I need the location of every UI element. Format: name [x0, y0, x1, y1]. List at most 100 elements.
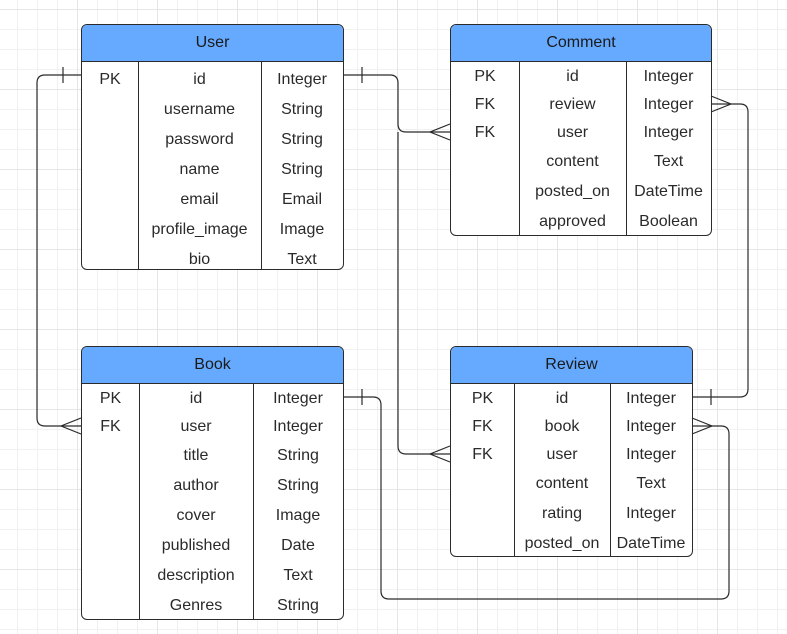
type-cell: DateTime [634, 183, 703, 200]
field-cell: published [161, 537, 231, 554]
key-cell [451, 529, 514, 556]
connector-user-book-many-mark [59, 417, 82, 435]
connector-user-comment [343, 74, 450, 133]
key-cell: FK [474, 124, 496, 141]
field-cell: user [180, 418, 212, 435]
type-cell: Image [279, 221, 325, 238]
field-cell: id [193, 71, 206, 88]
key-cell: FK [474, 96, 496, 113]
type-cell: DateTime [616, 535, 686, 552]
table-row: FK user Integer [451, 119, 711, 147]
table-row: author String [82, 471, 343, 501]
field-cell: title [183, 447, 209, 464]
table-row: PK id Integer [82, 65, 343, 95]
table-row: FK user Integer [451, 441, 692, 469]
type-cell: String [281, 101, 323, 118]
table-row: rating Integer [451, 499, 692, 529]
table-row: email Email [82, 185, 343, 215]
table-row: content Text [451, 469, 692, 499]
key-cell: FK [472, 418, 493, 435]
type-cell: Text [287, 251, 317, 268]
field-cell: cover [176, 507, 216, 524]
table-row: published Date [82, 531, 343, 561]
column-divider [519, 62, 520, 235]
type-cell: Image [275, 507, 321, 524]
table-row: title String [82, 441, 343, 471]
key-cell [82, 125, 138, 155]
key-cell [82, 245, 138, 269]
type-cell: Text [283, 567, 313, 584]
key-cell [82, 531, 139, 561]
entity-book-body: PK id Integer FK user Integer title Stri… [82, 384, 343, 619]
type-cell: String [281, 131, 323, 148]
table-row: PK id Integer [451, 63, 711, 91]
entity-comment-body: PK id Integer FK review Integer FK user … [451, 62, 711, 235]
key-cell [82, 471, 139, 501]
table-row: cover Image [82, 501, 343, 531]
entity-review[interactable]: Review PK id Integer FK book Integer FK … [450, 346, 693, 557]
key-cell [82, 441, 139, 471]
type-cell: Integer [273, 390, 323, 407]
type-cell: Text [653, 153, 684, 170]
key-cell [451, 147, 519, 177]
type-cell: Integer [643, 68, 694, 85]
entity-book-title: Book [82, 347, 343, 384]
key-cell: PK [99, 390, 122, 407]
table-row: name String [82, 155, 343, 185]
entity-user[interactable]: User PK id Integer username String passw… [81, 24, 344, 270]
table-row: posted_on DateTime [451, 529, 692, 556]
column-divider [610, 384, 611, 556]
entity-comment[interactable]: Comment PK id Integer FK review Integer … [450, 24, 712, 236]
field-cell: review [549, 96, 596, 113]
key-cell [451, 469, 514, 499]
connector-user-comment-many-mark [428, 123, 451, 141]
type-cell: Integer [626, 418, 676, 435]
type-cell: Integer [626, 390, 676, 407]
table-row: Genres String [82, 591, 343, 619]
field-cell: id [189, 390, 203, 407]
column-divider [261, 62, 262, 269]
field-cell: user [556, 124, 589, 141]
type-cell: String [277, 477, 319, 494]
field-cell: content [546, 153, 599, 170]
type-cell: String [277, 597, 319, 614]
type-cell: Integer [626, 505, 676, 522]
column-divider [253, 384, 254, 619]
type-cell: Email [281, 191, 322, 208]
field-cell: posted_on [524, 535, 600, 552]
field-cell: rating [541, 505, 583, 522]
field-cell: approved [539, 213, 606, 230]
key-cell: PK [471, 390, 494, 407]
field-cell: id [555, 390, 569, 407]
field-cell: profile_image [151, 221, 248, 238]
field-cell: password [165, 131, 234, 148]
entity-comment-title: Comment [451, 25, 711, 62]
column-divider [138, 62, 139, 269]
entity-book[interactable]: Book PK id Integer FK user Integer title… [81, 346, 344, 620]
key-cell [82, 95, 138, 125]
key-cell [451, 499, 514, 529]
type-cell: String [281, 161, 323, 178]
type-cell: Integer [277, 71, 327, 88]
field-cell: username [163, 101, 236, 118]
field-cell: Genres [169, 597, 223, 614]
entity-user-body: PK id Integer username String password S… [82, 62, 343, 269]
type-cell: Integer [273, 418, 323, 435]
column-divider [626, 62, 627, 235]
table-row: description Text [82, 561, 343, 591]
table-row: approved Boolean [451, 207, 711, 235]
type-cell: Text [636, 475, 666, 492]
connector-user-review-many-mark [428, 445, 451, 463]
table-row: PK id Integer [451, 385, 692, 413]
key-cell: PK [474, 68, 496, 85]
table-row: PK id Integer [82, 385, 343, 413]
field-cell: email [180, 191, 219, 208]
table-row: profile_image Image [82, 215, 343, 245]
key-cell: PK [99, 71, 121, 88]
key-cell [82, 561, 139, 591]
table-row: FK user Integer [82, 413, 343, 441]
field-cell: description [157, 567, 235, 584]
key-cell [451, 177, 519, 207]
type-cell: Integer [626, 446, 676, 463]
connector-review-comment-many-mark [710, 95, 733, 113]
